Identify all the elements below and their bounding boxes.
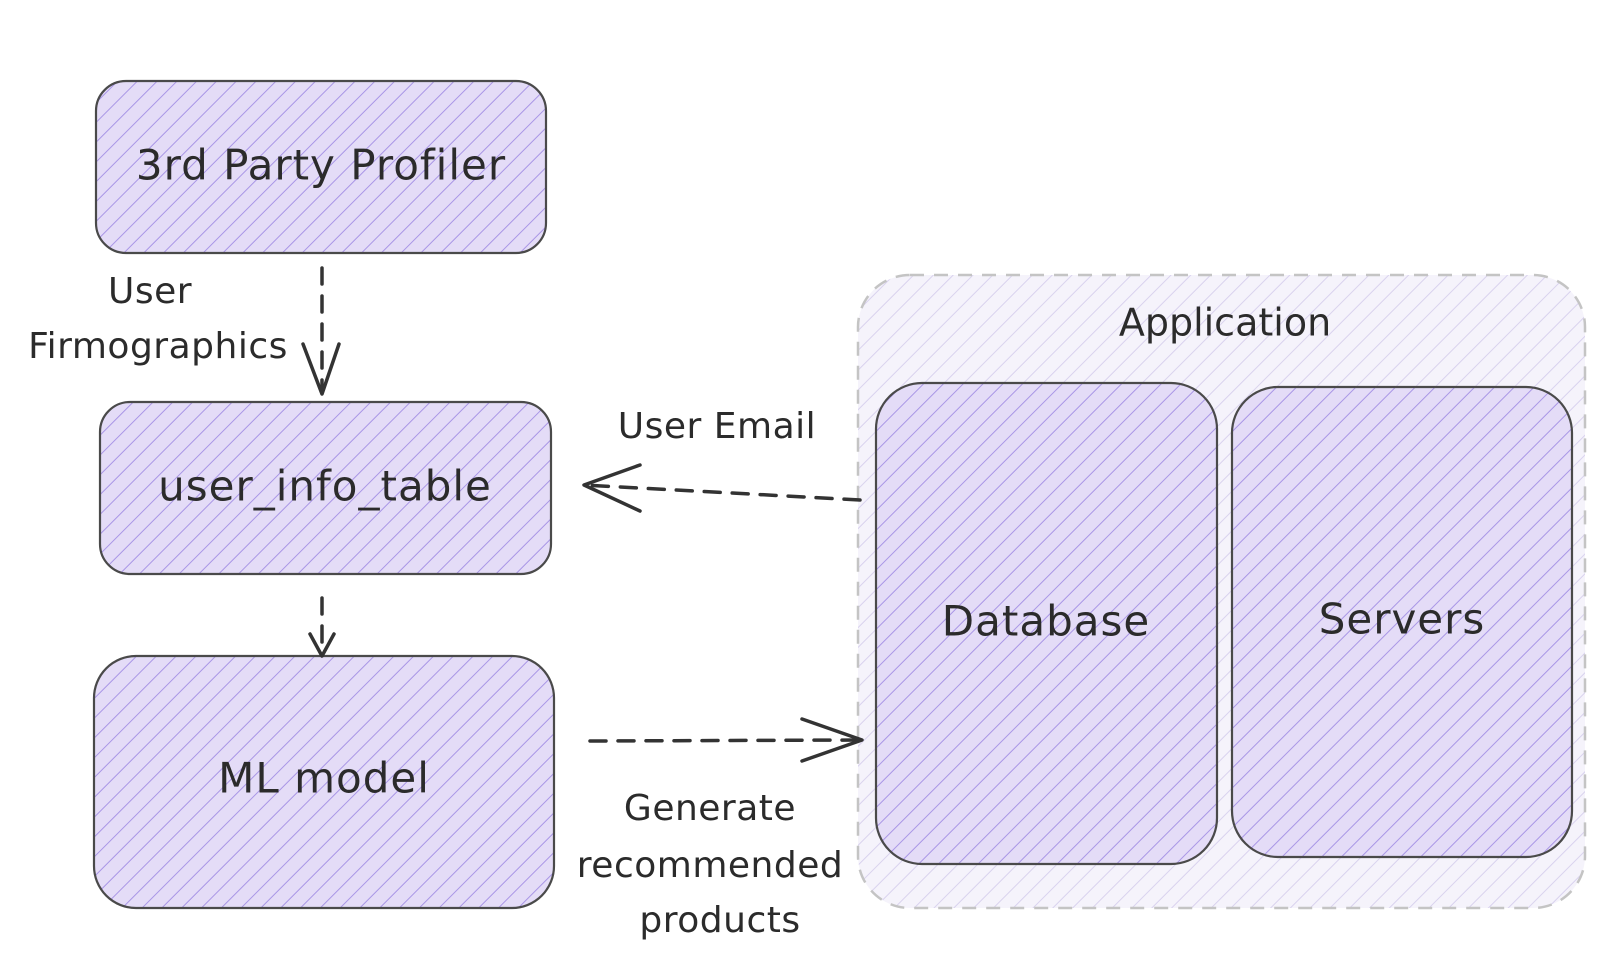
servers-node[interactable] (1230, 385, 1574, 859)
ml-model-label: ML model (218, 754, 430, 803)
edge-recommendations (588, 717, 864, 763)
ml-model-node[interactable] (92, 654, 556, 910)
edge-firmographics-label-line-1: User (108, 271, 192, 312)
edge-to-model (308, 596, 336, 658)
application-group-label: Application (1119, 301, 1331, 345)
edge-recommendations-label-line-2: recommended (577, 845, 843, 886)
profiler-label: 3rd Party Profiler (136, 141, 506, 190)
edge-recommendations-label-line-3: products (639, 900, 800, 941)
profiler-node[interactable] (94, 79, 548, 255)
user-info-table-node[interactable] (98, 400, 553, 576)
edge-recommendations-label-line-1: Generate (624, 788, 796, 829)
servers-label: Servers (1319, 595, 1486, 644)
database-label: Database (942, 597, 1150, 646)
edge-user-email (582, 463, 862, 513)
database-node[interactable] (874, 381, 1219, 866)
edge-user-email-label: User Email (618, 406, 816, 447)
user-info-table-label: user_info_table (158, 462, 492, 511)
edge-firmographics (301, 266, 341, 396)
edge-firmographics-label-line-2: Firmographics (28, 326, 288, 367)
